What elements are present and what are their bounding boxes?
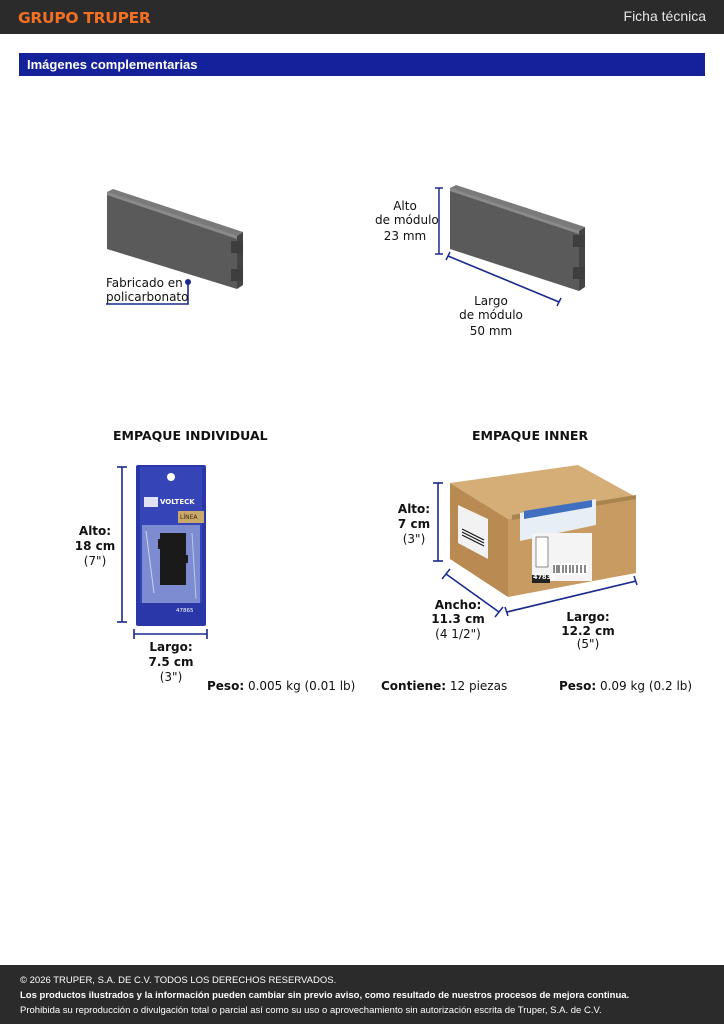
inner-contents-label: Contiene:: [381, 679, 447, 693]
individual-height-label: Alto:: [78, 524, 112, 538]
top-bar: GRUPO TRUPER Ficha técnica: [0, 0, 724, 34]
footer: © 2026 TRUPER, S.A. DE C.V. TODOS LOS DE…: [0, 965, 724, 1024]
inner-length-label: Largo:: [566, 610, 610, 624]
material-label-1: Fabricado en: [106, 276, 183, 290]
inner-box-code: 47832: [533, 573, 556, 581]
package-code: 47865: [176, 608, 194, 614]
individual-package-image: [136, 465, 206, 626]
individual-length-in: (3"): [159, 670, 183, 684]
inner-width-label: Ancho:: [434, 598, 482, 612]
module-image-left: [107, 189, 243, 289]
inner-package-heading: EMPAQUE INNER: [472, 428, 589, 443]
truper-logo: GRUPO TRUPER: [18, 9, 151, 27]
section-header: Imágenes complementarias: [19, 53, 705, 76]
module-height-label-1: Alto: [393, 199, 417, 213]
module-height-value: 23 mm: [383, 229, 427, 243]
module-height-label-2: de módulo: [375, 213, 439, 227]
material-label-2: policarbonato: [106, 290, 189, 304]
individual-length-cm: 7.5 cm: [148, 655, 194, 669]
module-length-label-2: de módulo: [459, 308, 523, 322]
inner-width-cm: 11.3 cm: [431, 612, 485, 626]
inner-height-dimension: [433, 482, 443, 562]
section-title: Imágenes complementarias: [27, 57, 198, 72]
individual-height-dimension: [117, 466, 127, 623]
footer-copyright: © 2026 TRUPER, S.A. DE C.V. TODOS LOS DE…: [20, 975, 337, 986]
individual-package-heading: EMPAQUE INDIVIDUAL: [113, 428, 268, 443]
inner-height-cm: 7 cm: [397, 517, 431, 531]
module-image-right: [450, 185, 585, 291]
individual-height-cm: 18 cm: [74, 539, 116, 553]
module-height-dimension: [435, 187, 443, 255]
module-length-dimension: [445, 251, 562, 307]
inner-box-image: [450, 465, 636, 597]
individual-weight: Peso: 0.005 kg (0.01 lb): [207, 679, 355, 693]
individual-length-label: Largo:: [149, 640, 193, 654]
individual-weight-label: Peso:: [207, 679, 245, 693]
inner-length-in: (5"): [576, 637, 600, 651]
footer-prohibition: Prohibida su reproducción o divulgación …: [20, 1005, 602, 1016]
package-tag: LÍNEA: [180, 514, 198, 521]
inner-width-dimension: [441, 568, 504, 618]
inner-width-in: (4 1/2"): [435, 627, 481, 641]
package-brand: VOLTECK: [160, 498, 195, 506]
inner-contents-value: 12 piezas: [449, 679, 508, 693]
individual-height-in: (7"): [83, 554, 107, 568]
inner-weight: Peso: 0.09 kg (0.2 lb): [559, 679, 692, 693]
module-length-label-1: Largo: [474, 294, 508, 308]
individual-length-dimension: [133, 629, 208, 639]
inner-contents: Contiene: 12 piezas: [381, 679, 507, 693]
inner-height-label: Alto:: [397, 502, 431, 516]
material-callout-line: [106, 279, 191, 305]
footer-notice: Los productos ilustrados y la informació…: [20, 990, 630, 1001]
individual-weight-value: 0.005 kg (0.01 lb): [247, 679, 356, 693]
inner-length-dimension: [504, 575, 638, 617]
inner-weight-value: 0.09 kg (0.2 lb): [599, 679, 693, 693]
inner-weight-label: Peso:: [559, 679, 597, 693]
inner-length-cm: 12.2 cm: [561, 624, 615, 638]
module-length-value: 50 mm: [469, 324, 513, 338]
document-type: Ficha técnica: [623, 8, 706, 24]
inner-height-in: (3"): [402, 532, 426, 546]
